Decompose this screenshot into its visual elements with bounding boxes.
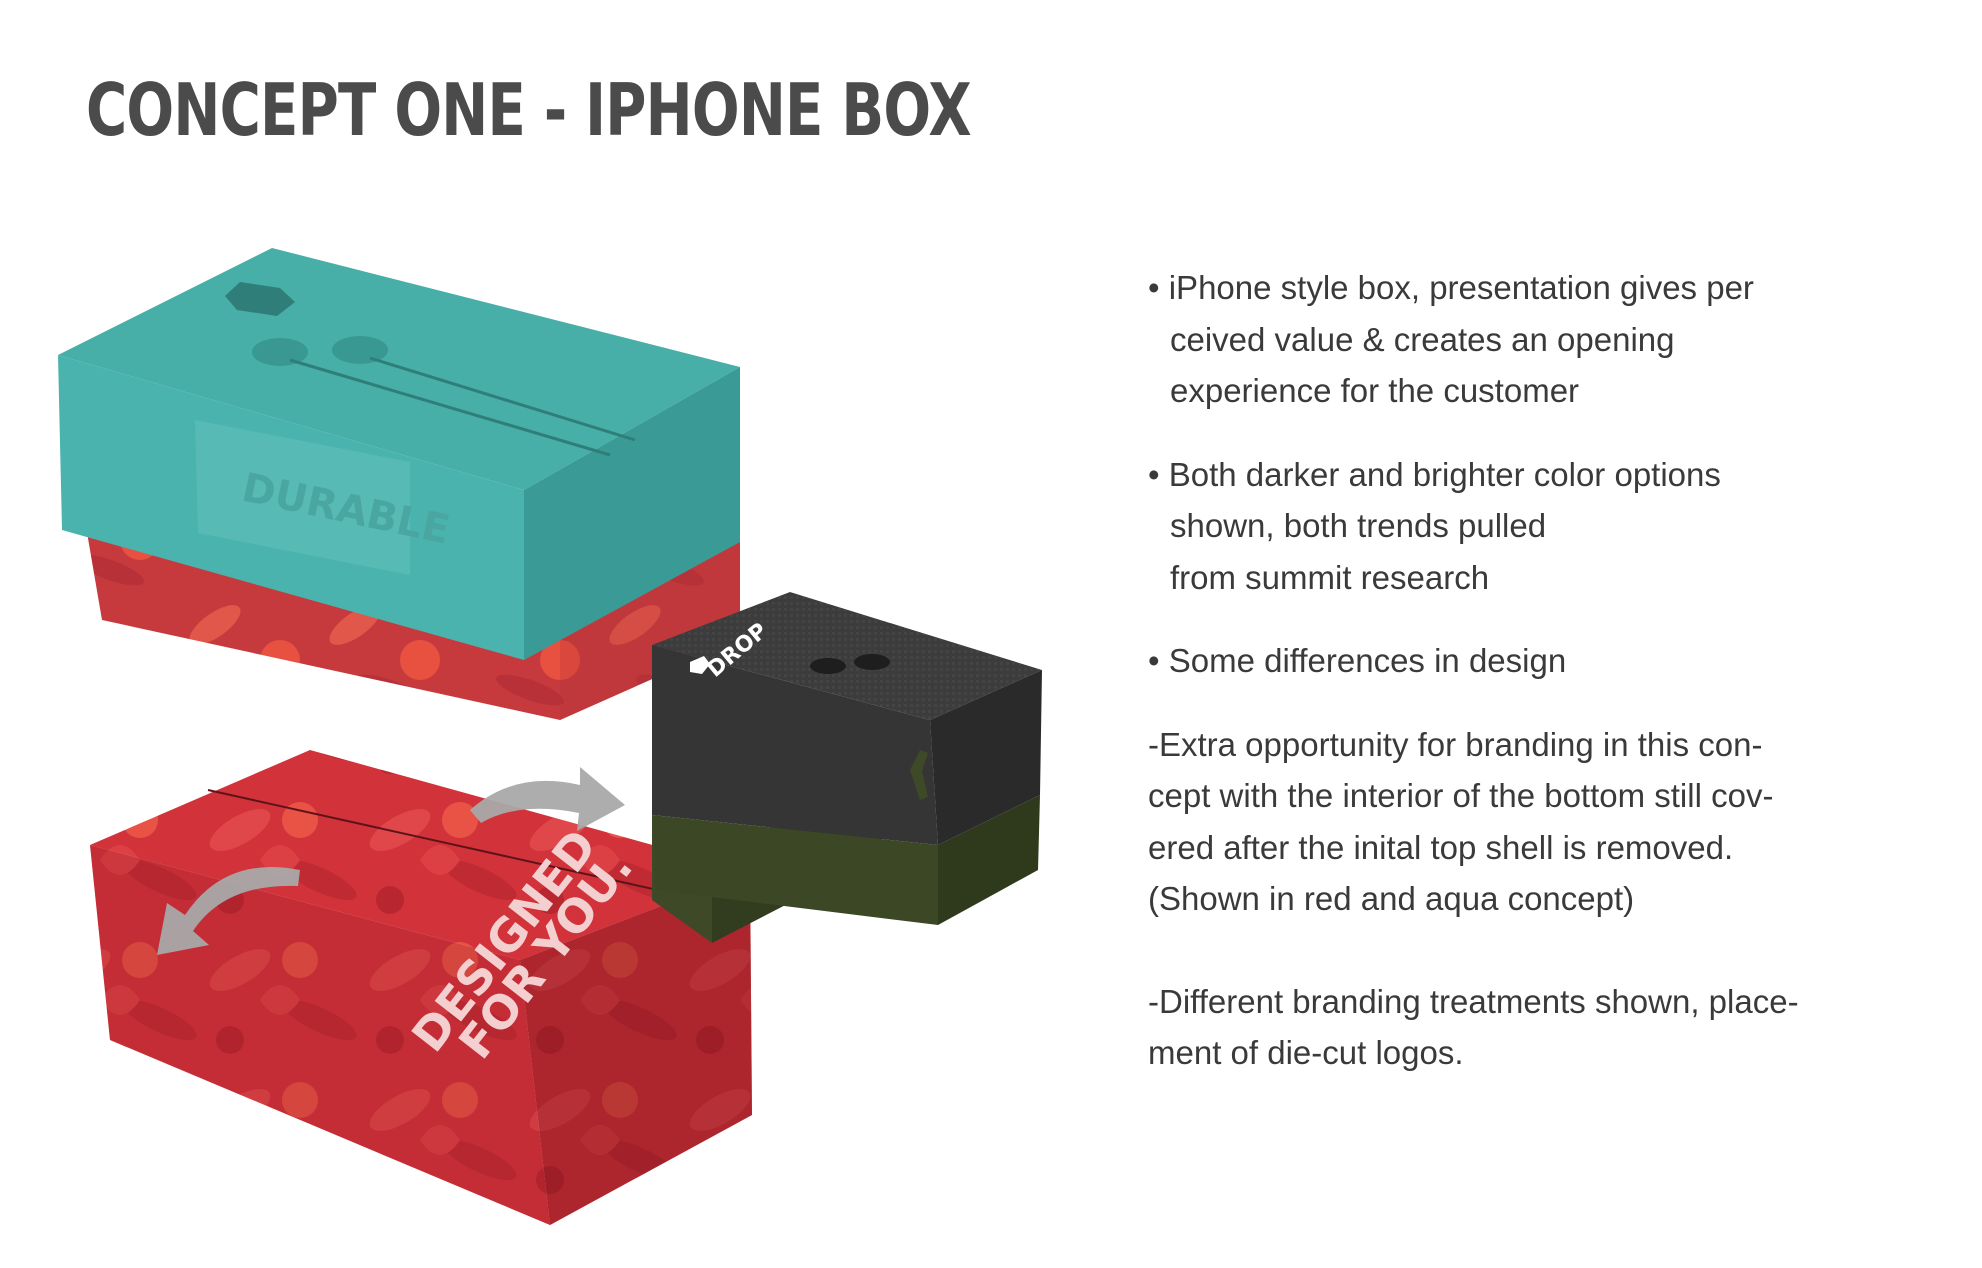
side-logo-icon [910,750,928,800]
red-box-left [90,845,550,1225]
note-line: • Some differences in design [1148,642,1567,679]
black-box-right [930,670,1042,845]
black-box-top [652,592,1042,720]
black-box-band-lower-left [652,815,938,925]
red-box: DESIGNED FOR YOU. [90,750,752,1225]
box-renderings: DURABLE DESIGNED FOR YOU. DROP [58,248,1042,1225]
teal-box-label-panel [195,420,410,575]
note-line: • Both darker and brighter color options [1148,455,1721,493]
red-box-top [90,750,750,960]
note-line: shown, both trends pulled [1170,507,1547,544]
earbud-cable [289,358,611,457]
note-line: experience for the customer [1170,372,1580,409]
red-box-right [520,872,752,1225]
earbud-cutout-icon [332,336,388,364]
note-differences: • Some differences in design [1148,635,1908,687]
red-box-left-shade [90,845,550,1225]
note-line: ered after the inital top shell is remov… [1148,828,1734,866]
note-line: (Shown in red and aqua concept) [1148,880,1635,917]
teal-box-lid-top [58,248,740,490]
black-box: DROP [652,592,1042,943]
notes-panel: • iPhone style box, presentation gives p… [1148,262,1908,1111]
note-branding-opportunity: -Extra opportunity for branding in this … [1148,719,1908,925]
earbud-cutout-icon [854,654,890,670]
note-line: ceived value & creates an opening [1170,320,1675,358]
note-line: from summit research [1170,558,1490,596]
note-branding-treatments: -Different branding treatments shown, pl… [1148,976,1908,1079]
arrow-right-icon [470,767,625,831]
note-line: • iPhone style box, presentation gives p… [1148,269,1754,306]
note-line: -Extra opportunity for branding in this … [1148,725,1763,763]
teal-box-lid-right [524,367,740,660]
red-box-right-shade [520,872,752,1225]
cutout-logo-icon [225,282,295,316]
black-box-band-lower-right [938,795,1040,925]
black-box-left [652,645,938,845]
earbud-cutout-icon [810,658,846,674]
earbud-cable [369,356,636,442]
note-line: ment of die-cut logos. [1148,1034,1464,1071]
note-line: cept with the interior of the bottom sti… [1148,777,1774,814]
teal-box: DURABLE [58,248,740,720]
earbud-cutout-icon [252,338,308,366]
note-presentation: • iPhone style box, presentation gives p… [1148,262,1908,417]
arrow-left-icon [157,867,300,955]
note-color-options: • Both darker and brighter color options… [1148,449,1908,604]
red-box-split-line [207,789,681,896]
page-title: CONCEPT ONE - IPHONE BOX [86,68,972,152]
drop-logo-icon [690,656,710,674]
note-line: -Different branding treatments shown, pl… [1148,982,1799,1020]
